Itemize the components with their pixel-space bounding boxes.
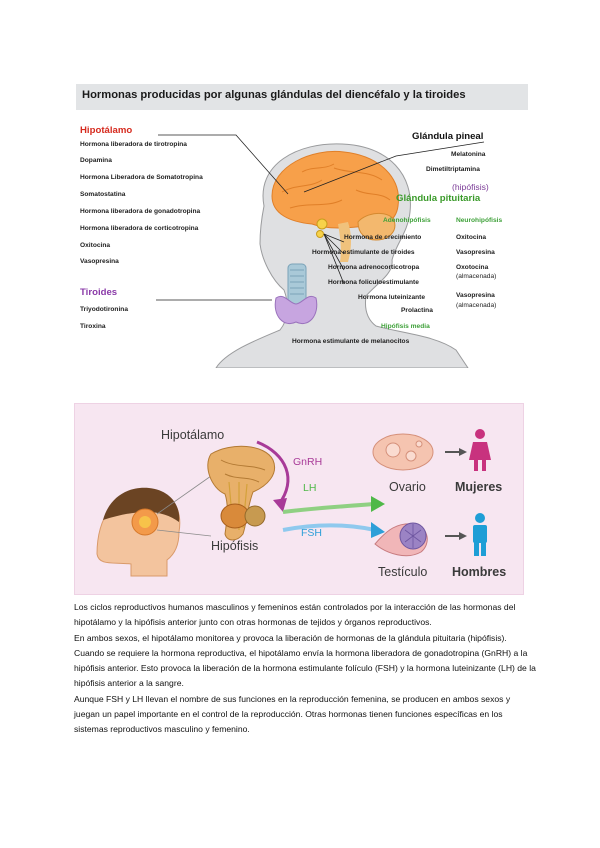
neurohipofisis-hormone: Vasopresina xyxy=(456,292,495,299)
lh-label: LH xyxy=(303,482,317,494)
body-text: Los ciclos reproductivos humanos masculi… xyxy=(74,600,536,738)
neurohipofisis-hormone: Oxitocina xyxy=(456,234,487,241)
figure-title: Hormonas producidas por algunas glándula… xyxy=(82,89,466,101)
pituitaria-heading: Glándula pituitaria xyxy=(396,193,481,204)
hipotalamo-hormone: Somatostatina xyxy=(80,191,126,198)
neurohipofisis-note: (almacenada) xyxy=(456,273,497,280)
paragraph: Los ciclos reproductivos humanos masculi… xyxy=(74,602,516,628)
endocrine-glands-figure: Hormonas producidas por algunas glándula… xyxy=(76,84,528,368)
gnrh-label: GnRH xyxy=(293,456,323,468)
reproductive-axis-illustration xyxy=(96,429,491,577)
pineal-hormone: Melatonina xyxy=(451,151,486,158)
tiroides-hormone: Tiroxina xyxy=(80,323,106,330)
neurohipofisis-note: (almacenada) xyxy=(456,302,497,309)
ovario-label: Ovario xyxy=(389,480,426,494)
pineal-hormone: Dimetiltriptamina xyxy=(426,166,480,173)
testiculo-label: Testículo xyxy=(378,565,428,579)
adenohipofisis-hormone: Hormona luteinizante xyxy=(358,294,426,301)
hipofisis-label: Hipófisis xyxy=(211,539,259,553)
adenohipofisis-hormone: Hormona estimulante de tiroides xyxy=(312,249,415,256)
figure-title-bar: Hormonas producidas por algunas glándula… xyxy=(76,84,528,110)
hipotalamo-hormone: Oxitocina xyxy=(80,242,111,249)
hipofisis-note: (hipófisis) xyxy=(452,182,489,192)
mujeres-label: Mujeres xyxy=(455,480,503,494)
neurohipofisis-hormone: Vasopresina xyxy=(456,249,495,256)
hombres-label: Hombres xyxy=(452,565,507,579)
fsh-label: FSH xyxy=(301,527,322,539)
paragraph: En ambos sexos, el hipotálamo monitorea … xyxy=(74,632,536,689)
head-silhouette-illustration xyxy=(156,134,485,368)
hipotalamo-hormone: Hormona Liberadora de Somatotropina xyxy=(80,174,203,181)
reproductive-axis-figure: Hipotálamo Hipófisis GnRH LH FSH Ovario … xyxy=(74,403,524,595)
adenohipofisis-hormone: Hormona adrenocorticotropa xyxy=(328,264,420,271)
hipotalamo-hormone: Hormona liberadora de tirotropina xyxy=(80,141,187,148)
hipofisis-media-hormone: Hormona estimulante de melanocitos xyxy=(292,338,410,345)
adenohipofisis-hormone: Hormona foliculoestimulante xyxy=(328,279,419,286)
paragraph: Aunque FSH y LH llevan el nombre de sus … xyxy=(74,693,511,735)
neurohipofisis-heading: Neurohipófisis xyxy=(456,217,503,224)
hipotalamo-label: Hipotálamo xyxy=(161,428,225,442)
hipotalamo-hormone: Hormona liberadora de gonadotropina xyxy=(80,208,201,215)
hipofisis-media-heading: Hipófisis media xyxy=(381,323,430,330)
adenohipofisis-hormone: Hormona de crecimiento xyxy=(344,234,422,241)
tiroides-heading: Tiroides xyxy=(80,287,118,298)
hipotalamo-heading: Hipotálamo xyxy=(80,125,133,136)
pineal-heading: Glándula pineal xyxy=(412,131,484,142)
hipotalamo-hormone: Vasopresina xyxy=(80,258,119,265)
hipotalamo-hormone: Dopamina xyxy=(80,157,112,164)
hipotalamo-hormone: Hormona liberadora de corticotropina xyxy=(80,225,199,232)
neurohipofisis-hormone: Oxotocina xyxy=(456,264,489,271)
adenohipofisis-hormone: Prolactina xyxy=(401,307,433,314)
adenohipofisis-heading: Adenohipófisis xyxy=(383,217,431,224)
tiroides-hormone: Triyodotironina xyxy=(80,306,128,313)
